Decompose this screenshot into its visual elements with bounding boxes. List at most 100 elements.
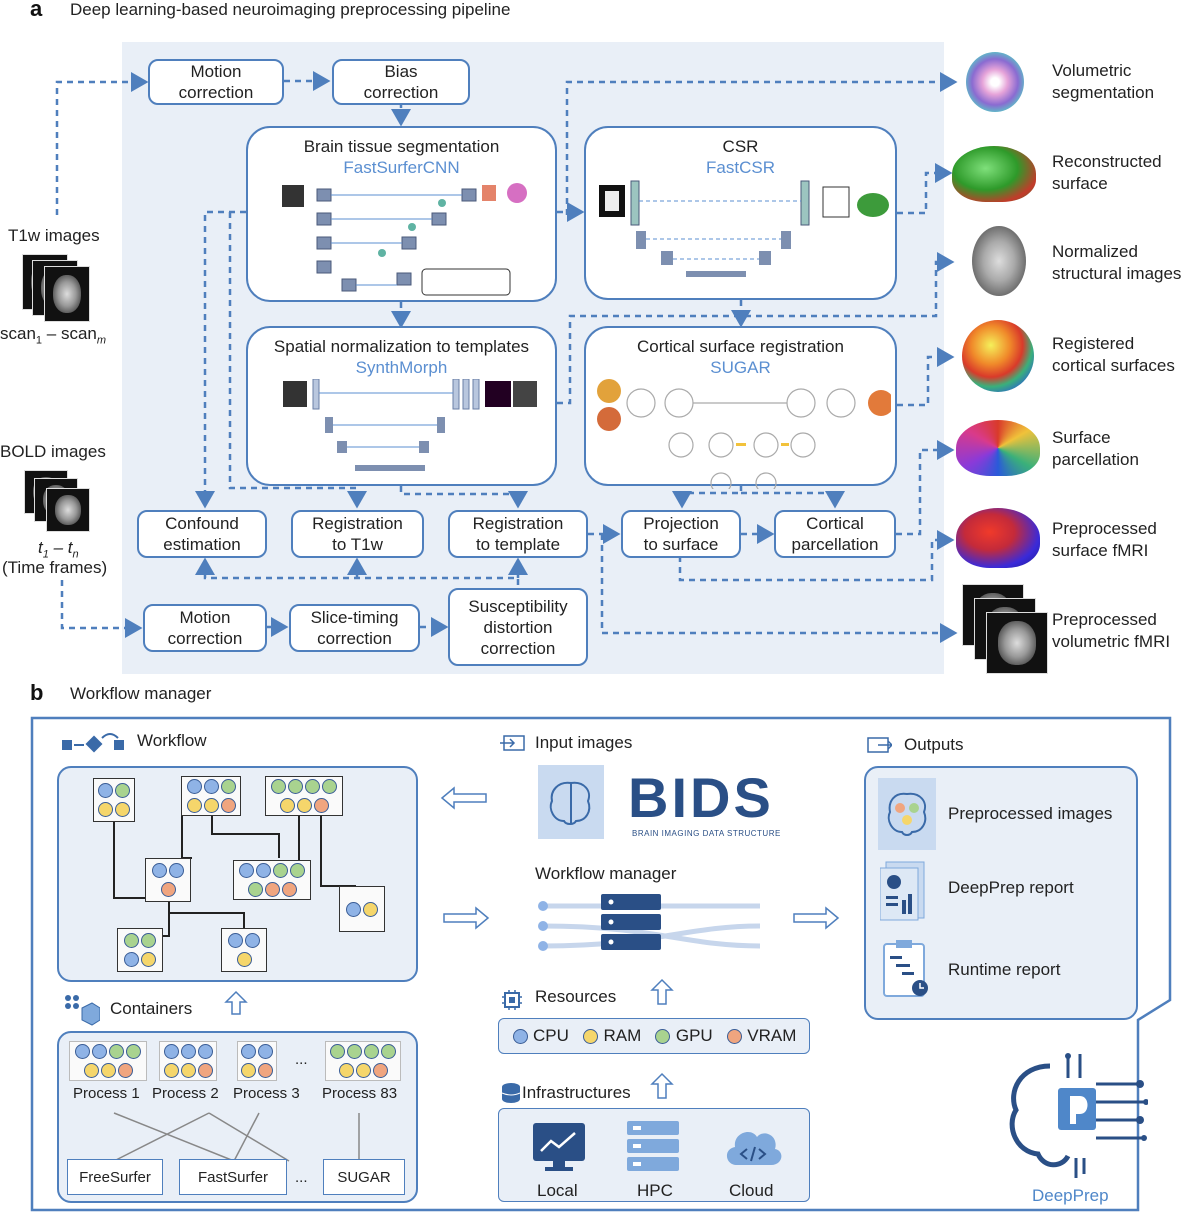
resources-bar: CPU RAM GPU VRAM bbox=[498, 1018, 810, 1054]
surface-fmri-image bbox=[956, 508, 1040, 568]
workflow-node-6 bbox=[339, 886, 385, 932]
motion-correction-bold-box: Motion correction bbox=[143, 604, 267, 652]
infra-title: Infrastructures bbox=[522, 1083, 631, 1102]
hpc-server-icon bbox=[627, 1121, 679, 1171]
container-edges bbox=[113, 1112, 360, 1162]
seg-network-graphic bbox=[281, 183, 527, 296]
workflow-frame bbox=[30, 716, 1172, 1212]
output-deepprep-report: DeepPrep report bbox=[948, 878, 1074, 897]
deepprep-logo-text: DeepPrep bbox=[1032, 1186, 1109, 1205]
registration-template-box: Registration to template bbox=[448, 510, 588, 558]
resource-cpu: CPU bbox=[512, 1026, 569, 1046]
workflow-node-4 bbox=[145, 858, 191, 902]
process-1-label: Process 1 bbox=[73, 1085, 140, 1102]
workflow-node-7 bbox=[117, 928, 163, 972]
manager-right-arrow bbox=[793, 906, 840, 930]
norm-module: Spatial normalization to templates Synth… bbox=[246, 326, 557, 486]
output-surface-parcellation: Surface parcellation bbox=[1052, 428, 1139, 469]
bold-range: t1 – tn bbox=[38, 538, 79, 561]
process-1-node bbox=[69, 1041, 147, 1081]
susceptibility-box: Susceptibility distortion correction bbox=[448, 588, 588, 666]
vol-fmri-frame-3 bbox=[986, 612, 1048, 674]
panel-b-letter: b bbox=[30, 680, 44, 705]
bold-frame-3 bbox=[46, 488, 90, 532]
seg-title: Brain tissue segmentation bbox=[303, 137, 500, 156]
process-83-node bbox=[325, 1041, 401, 1081]
resource-gpu: GPU bbox=[654, 1026, 713, 1046]
bids-logo: BIDS bbox=[628, 766, 774, 829]
reg-network-graphic bbox=[596, 379, 894, 494]
bold-label: BOLD images bbox=[0, 442, 106, 461]
workflow-icon bbox=[62, 733, 124, 753]
preprocessed-brain-icon bbox=[887, 792, 927, 836]
resource-vram: VRAM bbox=[726, 1026, 796, 1046]
normalized-image bbox=[972, 226, 1026, 296]
infra-hpc: HPC bbox=[637, 1181, 673, 1200]
tool-sugar: SUGAR bbox=[323, 1159, 405, 1195]
resources-title: Resources bbox=[535, 987, 617, 1006]
tool-ellipsis: ... bbox=[295, 1169, 308, 1186]
workflow-node-2 bbox=[181, 776, 241, 816]
manager-graphic bbox=[538, 894, 761, 951]
workflow-graph bbox=[57, 766, 418, 982]
infra-panel: Local HPC Cloud bbox=[498, 1108, 810, 1202]
infra-local: Local bbox=[537, 1181, 578, 1200]
outputs-icon bbox=[867, 737, 892, 753]
process-3-label: Process 3 bbox=[233, 1085, 300, 1102]
output-volumetric-seg: Volumetric segmentation bbox=[1052, 61, 1155, 102]
resources-icon bbox=[502, 990, 522, 1010]
reg-model: SUGAR bbox=[710, 358, 771, 377]
csr-model: FastCSR bbox=[706, 158, 775, 177]
workflow-node-5 bbox=[233, 860, 311, 900]
bids-brain-tile bbox=[538, 765, 604, 839]
panel-a-letter: a bbox=[30, 0, 43, 21]
resource-ram: RAM bbox=[582, 1026, 641, 1046]
output-volumetric-fmri: Preprocessed volumetric fMRI bbox=[1052, 610, 1171, 651]
infrastructure-icon bbox=[501, 1083, 521, 1103]
registration-t1w-box: Registration to T1w bbox=[291, 510, 424, 558]
tool-fastsurfer: FastSurfer bbox=[179, 1159, 287, 1195]
panel-a-title: Deep learning-based neuroimaging preproc… bbox=[70, 0, 511, 19]
bold-note: (Time frames) bbox=[2, 558, 108, 577]
workflow-node-3 bbox=[265, 776, 343, 816]
t1w-frame-3 bbox=[44, 266, 90, 322]
surface-parcellation-image bbox=[956, 420, 1040, 476]
output-reconstructed-surface: Reconstructed surface bbox=[1052, 152, 1162, 193]
input-images-title: Input images bbox=[535, 733, 633, 752]
manager-title: Workflow manager bbox=[535, 864, 677, 883]
manager-left-arrow bbox=[443, 906, 490, 930]
deepprep-logo bbox=[1009, 1053, 1148, 1178]
process-2-node bbox=[159, 1041, 217, 1081]
output-runtime-report: Runtime report bbox=[948, 960, 1061, 979]
t1w-label: T1w images bbox=[8, 226, 100, 245]
slice-timing-box: Slice-timing correction bbox=[289, 604, 420, 652]
seg-module: Brain tissue segmentation FastSurferCNN bbox=[246, 126, 557, 302]
tool-freesurfer: FreeSurfer bbox=[67, 1159, 163, 1195]
norm-network-graphic bbox=[282, 378, 537, 471]
pipeline-arrows bbox=[55, 71, 958, 643]
t1w-range: scan1 – scanm bbox=[0, 324, 107, 347]
infra-up-arrow bbox=[650, 1072, 674, 1099]
containers-panel: Process 1 Process 2 Process 3 ... Proces… bbox=[57, 1031, 418, 1203]
process-3-node bbox=[237, 1041, 277, 1081]
projection-surface-box: Projection to surface bbox=[621, 510, 741, 558]
outputs-title: Outputs bbox=[904, 735, 964, 754]
cloud-icon bbox=[726, 1132, 782, 1165]
bids-subtitle: BRAIN IMAGING DATA STRUCTURE bbox=[632, 829, 781, 838]
input-images-icon bbox=[500, 735, 525, 751]
preprocessed-images-tile bbox=[878, 778, 936, 850]
cortical-parcellation-box: Cortical parcellation bbox=[774, 510, 896, 558]
workflow-node-8 bbox=[221, 928, 267, 972]
workflow-title: Workflow bbox=[137, 731, 207, 750]
output-registered-surfaces: Registered cortical surfaces bbox=[1052, 334, 1175, 375]
csr-title: CSR bbox=[722, 137, 759, 156]
bids-brain-icon bbox=[549, 781, 591, 825]
outputs-panel: Preprocessed images DeepPrep report Runt… bbox=[864, 766, 1138, 1020]
bias-correction-box: Bias correction bbox=[332, 59, 470, 105]
deepprep-report-icon bbox=[880, 861, 925, 921]
containers-icon bbox=[65, 995, 100, 1026]
containers-up-arrow bbox=[224, 990, 248, 1015]
motion-correction-t1-box: Motion correction bbox=[148, 59, 284, 105]
norm-model: SynthMorph bbox=[355, 358, 448, 377]
output-normalized: Normalized structural images bbox=[1052, 242, 1182, 283]
